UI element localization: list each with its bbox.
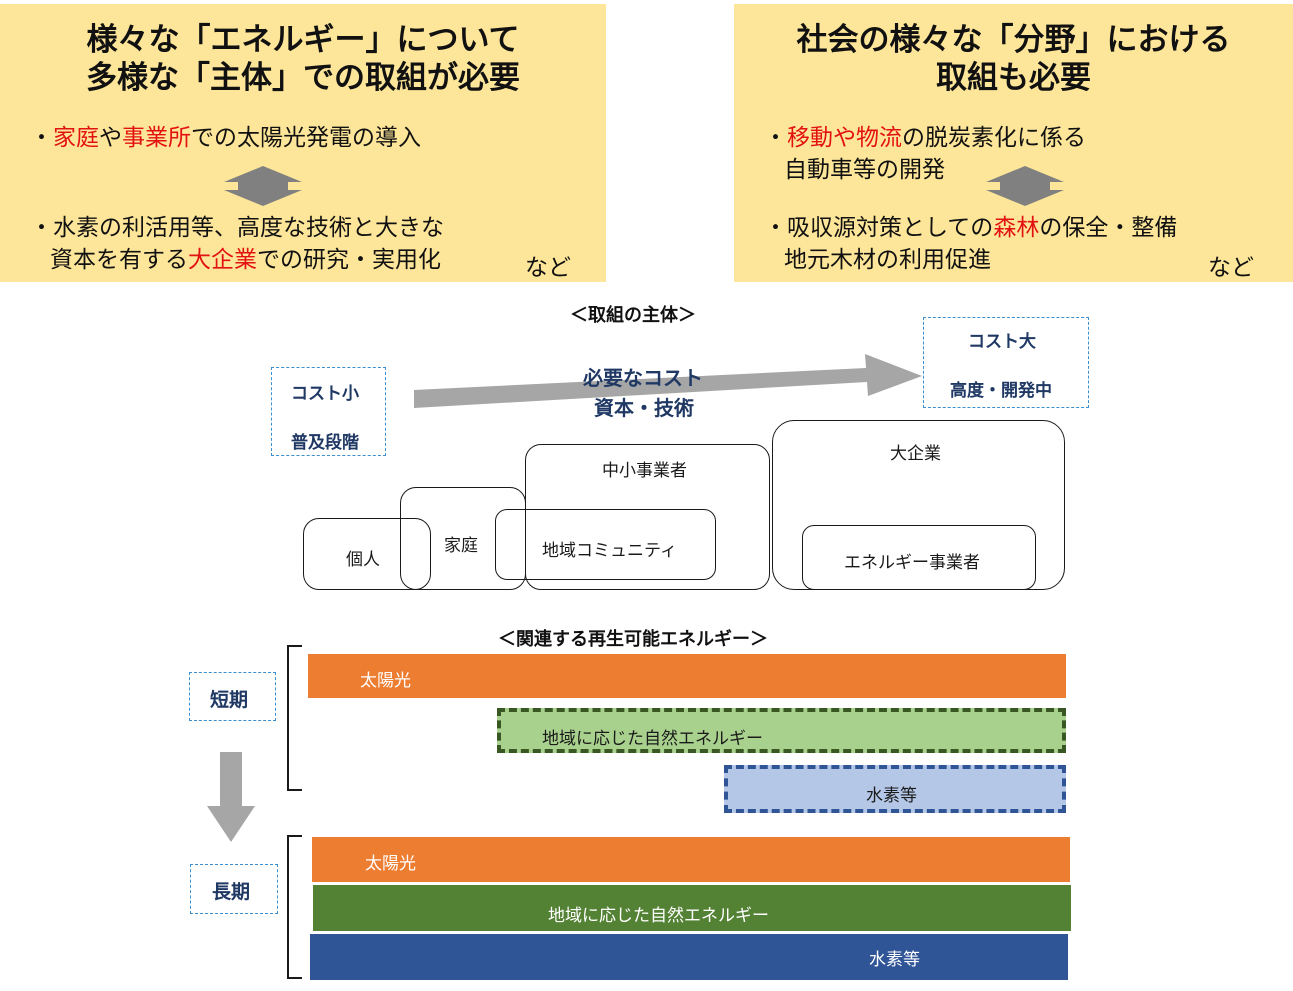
long-term-box: 長期 [190,864,278,914]
cost-small-box: コスト小 普及段階 [271,367,386,456]
short-hydrogen-bar [724,765,1066,813]
right-panel-title-line2: 取組も必要 [936,60,1091,96]
right-bullet-2-pre: ・吸収源対策としての [764,215,994,241]
left-bullet-2-line1: ・水素の利活用等、高度な技術と大きな [30,215,444,241]
left-panel: 様々な「エネルギー」について 多様な「主体」での取組が必要 ・家庭や事業所での太… [0,4,606,282]
right-panel: 社会の様々な「分野」における 取組も必要 ・移動や物流の脱炭素化に係る 自動車等… [734,4,1293,282]
down-arrow-icon [207,752,255,842]
long-solar-label: 太陽光 [365,854,416,874]
long-regional-bar [313,885,1071,931]
left-bullet-2-pre: 資本を有する [50,247,188,273]
household-label: 家庭 [444,536,478,556]
community-label: 地域コミュニティ [542,541,677,561]
left-bullet-1-red-1: 家庭 [53,125,99,151]
long-term-bracket [287,835,302,979]
left-double-arrow-icon [224,166,302,206]
short-term-box: 短期 [189,672,276,721]
actors-section-title: ＜取組の主体＞ [570,305,696,326]
energy-company-label: エネルギー事業者 [844,553,980,573]
right-panel-title-line1: 社会の様々な「分野」における [796,22,1231,58]
right-bullet-1-red: 移動や物流 [787,125,902,151]
left-panel-title-line2: 多様な「主体」での取組が必要 [86,60,520,96]
left-bullet-1-red-2: 事業所 [122,125,191,151]
right-bullet-2-post: の保全・整備 [1039,215,1178,241]
short-solar-bar [308,654,1066,698]
left-bullet-1-rest: での太陽光発電の導入 [191,125,421,151]
right-etc: など [1208,255,1254,281]
cost-small-stage: 普及段階 [291,433,359,453]
left-bullet-1: ・家庭や事業所での太陽光発電の導入 [30,125,421,151]
energy-section-title: ＜関連する再生可能エネルギー＞ [498,629,768,650]
sme-box [525,444,770,590]
short-term-bracket [287,645,302,791]
arrow-label-line2: 資本・技術 [594,396,694,420]
long-hydrogen-bar [310,934,1068,980]
left-bullet-2-post: での研究・実用化 [257,247,441,273]
individual-label: 個人 [346,550,380,570]
short-hydrogen-label: 水素等 [866,786,917,806]
individual-box [303,518,431,590]
short-solar-label: 太陽光 [360,671,411,691]
short-regional-bar [497,708,1066,753]
left-panel-title-line1: 様々な「エネルギー」について [86,22,520,58]
cost-arrow-icon [414,354,922,408]
short-term-label: 短期 [210,689,249,711]
long-solar-bar [312,837,1070,882]
cost-large-label: コスト大 [968,332,1036,352]
cost-large-stage: 高度・開発中 [950,381,1052,401]
left-bullet-1-mid: や [99,125,122,151]
large-company-label: 大企業 [890,444,941,464]
left-etc: など [525,255,571,281]
left-bullet-2-red: 大企業 [188,247,257,273]
long-term-label: 長期 [212,881,251,903]
right-bullet-2-red: 森林 [993,215,1040,241]
cost-small-label: コスト小 [291,384,359,404]
right-bullet-1-rest: の脱炭素化に係る [902,125,1086,151]
cost-large-box: コスト大 高度・開発中 [923,317,1089,408]
right-bullet-1-line2: 自動車等の開発 [784,157,945,183]
left-bullet-2-line2: 資本を有する大企業での研究・実用化 [50,244,441,276]
short-regional-label: 地域に応じた自然エネルギー [542,729,763,749]
right-bullet-2: ・吸収源対策としての森林の保全・整備 [764,212,1177,244]
community-box [495,509,716,580]
long-regional-label: 地域に応じた自然エネルギー [548,906,769,926]
right-bullet-1: ・移動や物流の脱炭素化に係る [764,125,1086,151]
right-double-arrow-icon [986,166,1064,206]
right-bullet-2-line2: 地元木材の利用促進 [784,247,991,273]
long-hydrogen-label: 水素等 [869,950,920,970]
sme-label: 中小事業者 [602,461,687,481]
arrow-label-line1: 必要なコスト [583,366,703,390]
energy-company-box [802,525,1036,590]
